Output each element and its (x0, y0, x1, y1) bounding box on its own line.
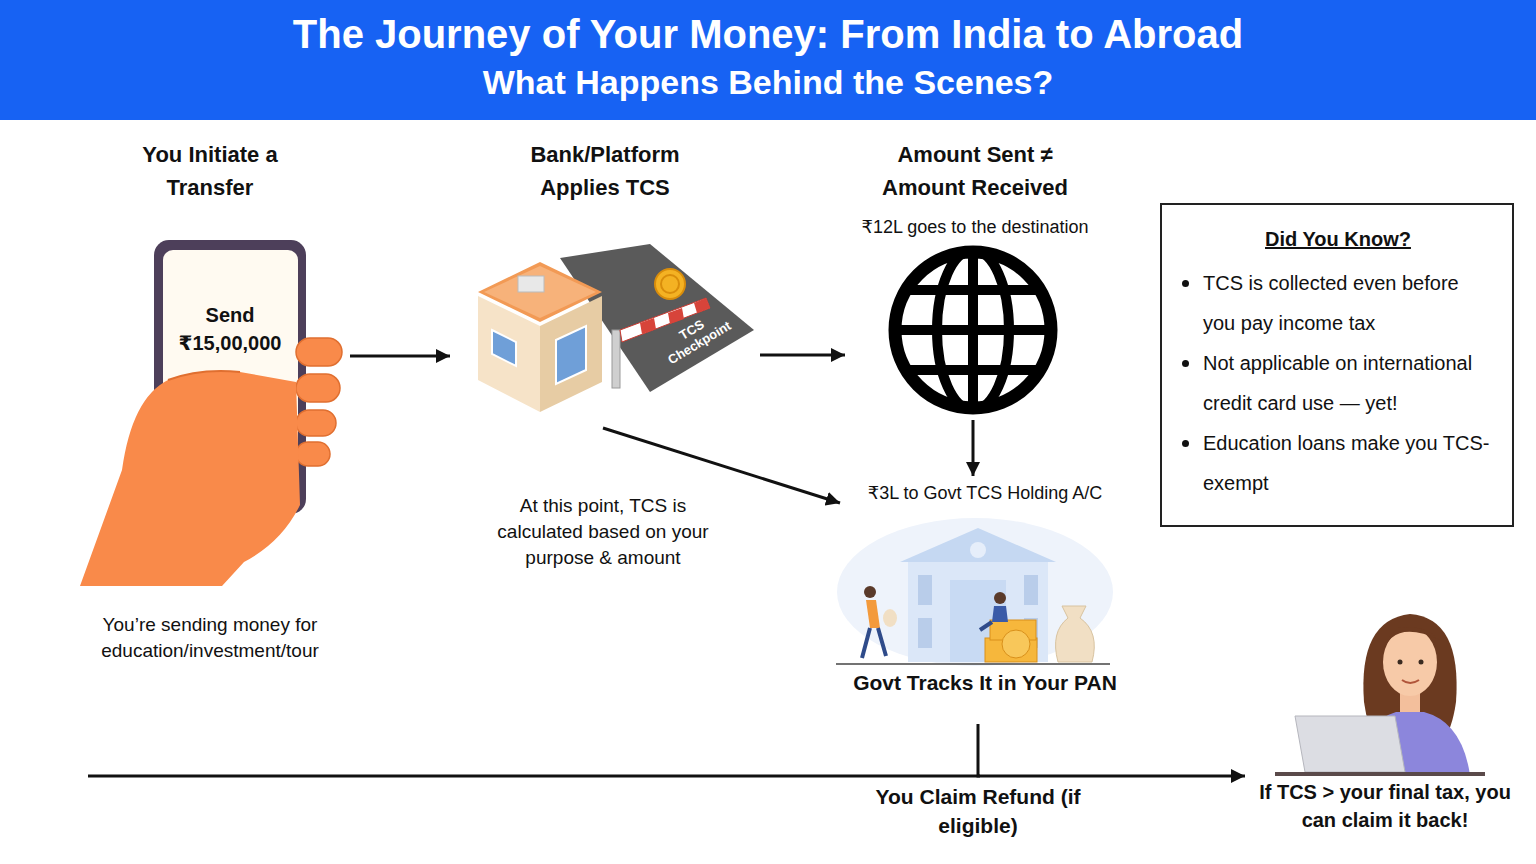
bullet-dot (1182, 280, 1189, 287)
flow-arrow (972, 420, 975, 476)
did-you-know-box: Did You Know? TCS is collected even befor… (1160, 203, 1514, 527)
flow-arrow (603, 428, 840, 503)
globe-icon (893, 250, 1053, 410)
step-text: Send ₹15,00,000 (164, 301, 296, 357)
box-heading-row: Did You Know? (1182, 225, 1494, 253)
step-text: You’re sending money for education/inves… (70, 612, 350, 664)
govt-holding-step: ₹3L to Govt TCS Holding A/C Govt Tracks I… (840, 476, 1130, 724)
govt-bank-illustration (836, 518, 1113, 666)
flow-arrow (978, 724, 1245, 776)
step-heading: You Initiate a Transfer (115, 138, 305, 204)
step-caption: At this point, TCS is calculated based o… (476, 493, 730, 572)
checkpoint-building-illustration (478, 244, 754, 412)
bullet-row: Education loans make you TCS-exempt (1182, 423, 1494, 503)
woman-laptop-illustration (1275, 614, 1485, 776)
flow-arrow (350, 355, 450, 358)
bullet-text: TCS is collected even before you pay inc… (1203, 263, 1494, 343)
timeline-line (88, 775, 980, 778)
tcs-step: Bank/Platform Applies TCS (450, 138, 760, 428)
bullet-dot (1182, 360, 1189, 367)
step-text: Govt Tracks It in Your PAN (852, 668, 1118, 697)
transfer-step: You Initiate a TransferSend ₹15,00,000Yo… (70, 138, 350, 668)
step-text: ₹12L goes to the destination (845, 216, 1105, 239)
bullet-text: Not applicable on international credit c… (1203, 343, 1494, 423)
step-heading: If TCS > your final tax, you can claim i… (1250, 778, 1520, 834)
refund-step: If TCS > your final tax, you can claim i… (1245, 610, 1525, 842)
box-heading: Did You Know? (1182, 225, 1494, 253)
bullet-text: Education loans make you TCS-exempt (1203, 423, 1494, 503)
step-heading: ₹3L to Govt TCS Holding A/C (842, 482, 1128, 505)
phone-hand-illustration (80, 240, 342, 586)
edge-label: You Claim Refund (if eligible) (853, 782, 1103, 841)
bullet-row: TCS is collected even before you pay inc… (1182, 263, 1494, 343)
bullet-dot (1182, 440, 1189, 447)
road-label: TCS Checkpoint (653, 303, 739, 371)
step-heading: Bank/Platform Applies TCS (505, 138, 705, 204)
destination-step: Amount Sent ≠ Amount Received ₹12L goes t… (845, 138, 1105, 420)
step-heading: Amount Sent ≠ Amount Received (858, 138, 1093, 204)
bullet-row: Not applicable on international credit c… (1182, 343, 1494, 423)
flow-arrow (760, 354, 845, 357)
subtitle: What Happens Behind the Scenes? (0, 62, 1536, 103)
title: The Journey of Your Money: From India to… (0, 10, 1536, 58)
